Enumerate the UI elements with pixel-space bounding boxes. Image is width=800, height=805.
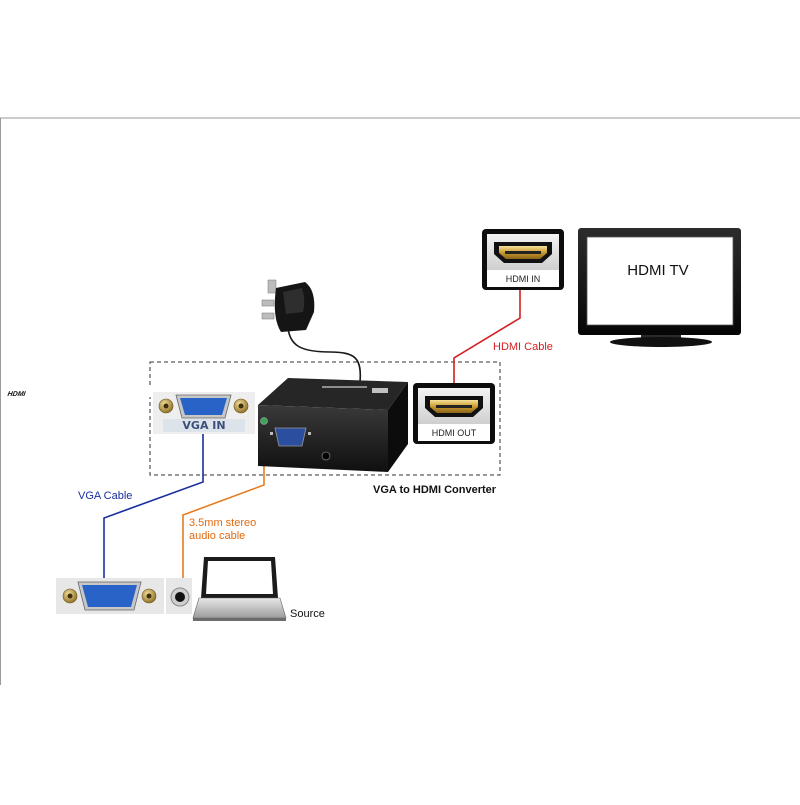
tv-label: HDMI TV <box>627 262 688 279</box>
vga-in-port <box>153 392 255 434</box>
hdmi-cable-label: HDMI Cable <box>493 341 553 353</box>
audio-cable <box>182 432 265 578</box>
device-vga-port <box>274 427 307 447</box>
source-vga-port <box>56 578 164 614</box>
power-adapter <box>261 279 315 332</box>
tv-screen <box>586 236 734 326</box>
device-brand: HDMI <box>6 389 27 398</box>
device-audio-jack <box>260 417 268 425</box>
audio-cable-label-line2: audio cable <box>189 530 245 542</box>
power-cable <box>287 327 362 383</box>
hdmi-cable <box>453 287 521 383</box>
laptop-source <box>192 557 287 621</box>
hdmi-tv <box>578 228 741 347</box>
hdmi-out-port <box>413 383 495 444</box>
audio-cable-label-line1: 3.5mm stereo <box>189 517 256 529</box>
hdmi-in-port <box>482 229 564 290</box>
converter-device: HDMI <box>6 378 408 472</box>
vga-cable <box>103 432 204 582</box>
vga-in-label: VGA IN <box>182 419 225 432</box>
converter-label: VGA to HDMI Converter <box>373 484 497 496</box>
tv-stand <box>610 337 712 347</box>
source-audio-jack <box>166 578 192 614</box>
vga-cable-label: VGA Cable <box>78 490 132 502</box>
source-label: Source <box>290 608 325 620</box>
converter-boundary <box>149 361 501 476</box>
hdmi-in-label: HDMI IN <box>506 274 541 284</box>
hdmi-out-label: HDMI OUT <box>432 428 477 438</box>
device-dc-jack <box>321 451 331 461</box>
